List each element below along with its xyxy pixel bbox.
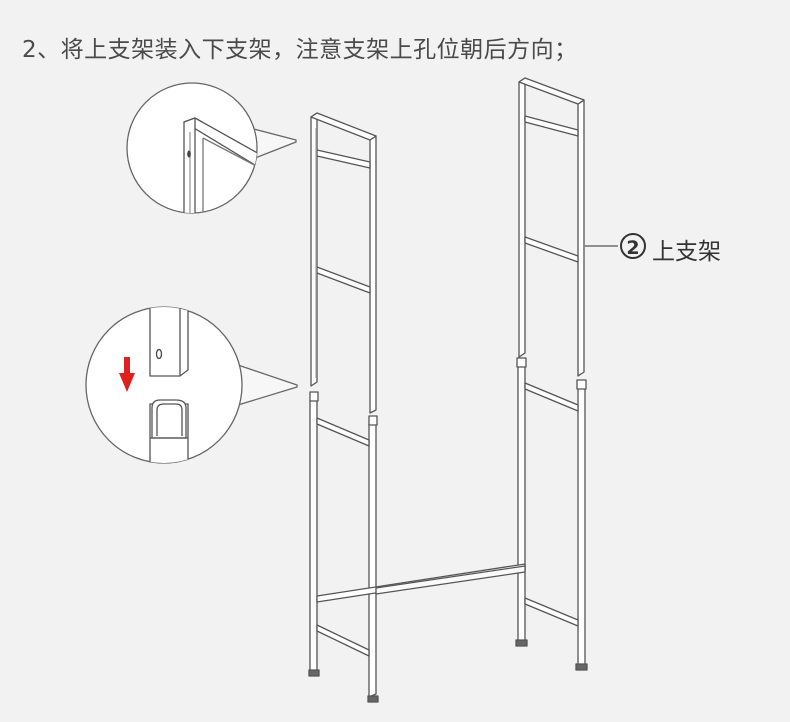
- left-lower-frame: [308, 391, 379, 703]
- right-lower-frame: [515, 357, 588, 671]
- arrow-down-icon: [119, 357, 135, 392]
- right-upper-frame: [518, 77, 585, 377]
- base-crossbar: [316, 563, 526, 603]
- left-upper-frame: [310, 112, 377, 414]
- step-title: 2、将上支架装入下支架，注意支架上孔位朝后方向；: [22, 37, 578, 63]
- top-detail-callout: [126, 82, 297, 214]
- part-number-badge: 2: [620, 233, 646, 259]
- bottom-detail-callout: [85, 306, 298, 464]
- part-label: 上支架: [652, 239, 721, 265]
